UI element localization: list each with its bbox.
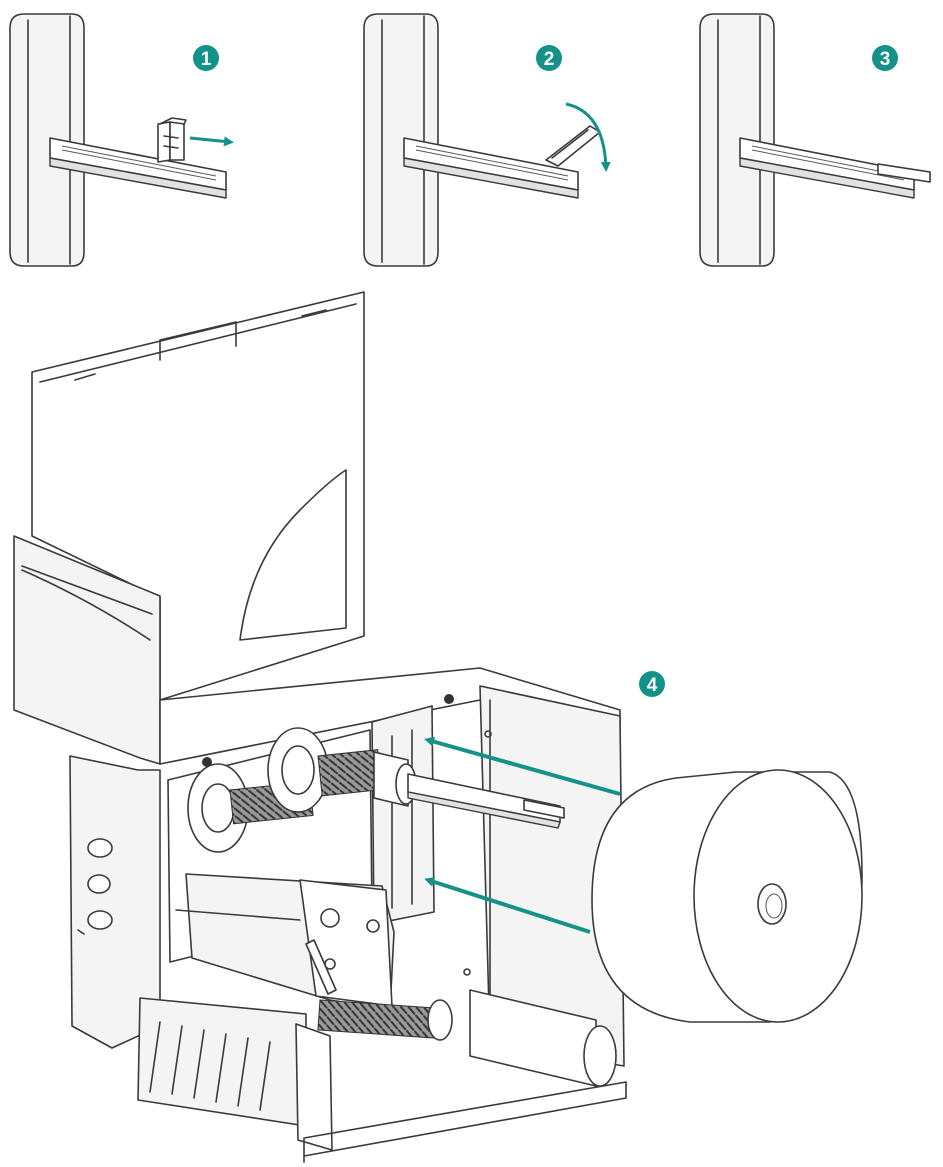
front-tear-bar — [138, 998, 332, 1150]
printhead-assembly — [176, 874, 394, 1010]
step-badge-4-label: 4 — [647, 675, 658, 696]
cancel-button — [88, 911, 112, 929]
step-1-panel: 1 — [10, 14, 230, 266]
printer-base — [304, 1082, 626, 1162]
pause-button — [88, 875, 110, 893]
step-badge-2: 2 — [536, 45, 562, 71]
media-roll — [592, 770, 862, 1022]
step-badge-4: 4 — [639, 671, 665, 697]
step-badge-1-label: 1 — [201, 49, 212, 70]
step-badge-1: 1 — [193, 45, 219, 71]
step-badge-3-label: 3 — [880, 49, 891, 70]
printer-illustration — [14, 292, 626, 1162]
feed-button — [88, 839, 112, 857]
step-2-panel: 2 — [364, 14, 606, 266]
push-arrow — [190, 138, 230, 142]
step-badge-2-label: 2 — [544, 49, 555, 70]
step-3-panel: 3 — [700, 14, 930, 266]
step-badge-3: 3 — [872, 45, 898, 71]
